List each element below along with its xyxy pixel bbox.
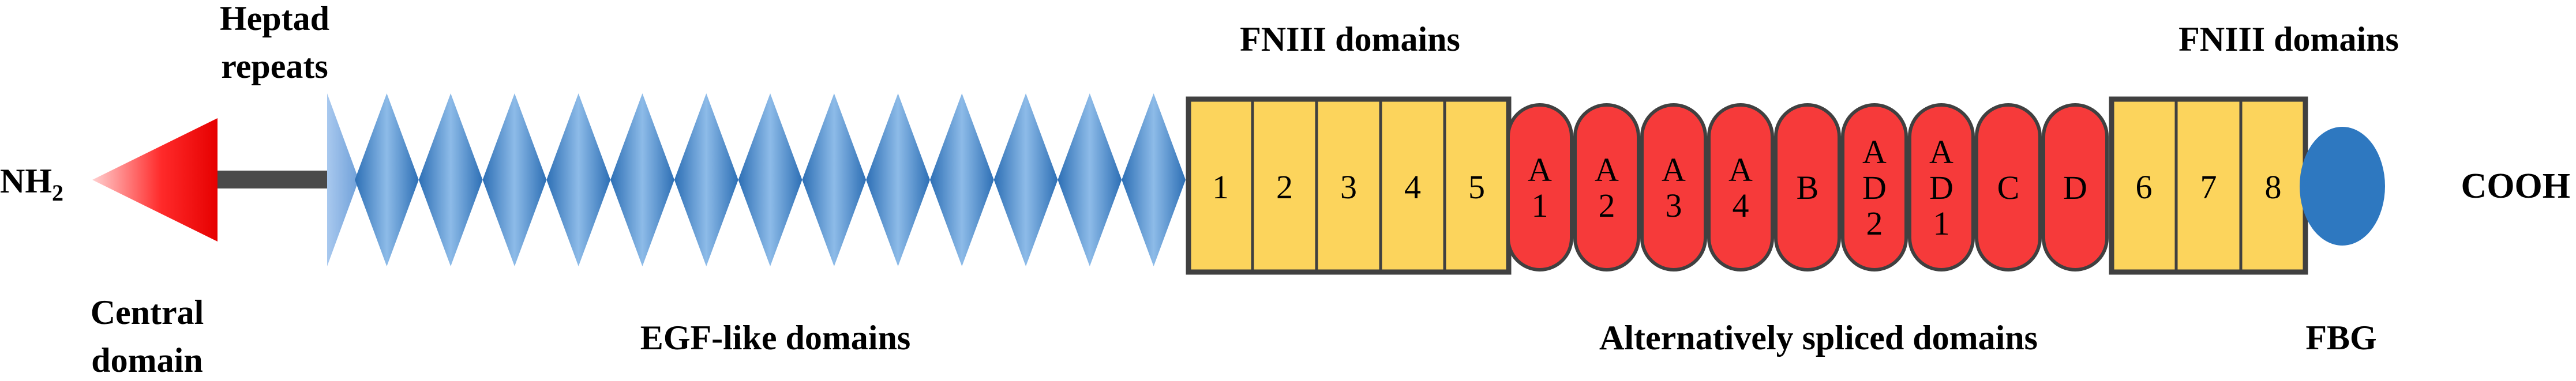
fniii-domain-number: 8: [2265, 168, 2282, 206]
fbg-domain: [2300, 127, 2385, 246]
egf-like-domains: [355, 93, 1186, 266]
alt-spliced-domain: [1975, 103, 2042, 271]
fniii-domain: [1251, 97, 1318, 274]
egf-like-domain: [1058, 93, 1122, 266]
alt-spliced-domain: [1707, 103, 1774, 271]
heptad-label-line1: Heptad: [220, 0, 329, 37]
egf-like-domain: [482, 93, 547, 266]
central-domain-label-line1: Central: [91, 293, 204, 331]
egf-like-domain: [610, 93, 674, 266]
alt-spliced-domain-letter: A: [1862, 133, 1887, 171]
fniii-domain: [2174, 97, 2243, 274]
fniii-domains-right: 6 7 8: [2109, 96, 2308, 275]
fniii-domain-number: 7: [2200, 168, 2217, 206]
alt-spliced-domain-letter: A: [1929, 133, 1953, 171]
alt-spliced-domain-letter: 2: [1866, 205, 1883, 242]
egf-like-domain: [355, 93, 419, 266]
nh2-label: NH2: [0, 162, 63, 206]
alt-spliced-domain-letter: A: [1595, 151, 1619, 188]
alt-spliced-domain-letter: D: [1929, 169, 1953, 206]
fniii-domain-number: 2: [1276, 168, 1293, 206]
fniii-domain-number: 5: [1468, 168, 1485, 206]
heptad-repeat-shape: [327, 93, 359, 266]
alt-spliced-domain: [1841, 103, 1908, 271]
alt-spliced-domain: [1908, 103, 1975, 271]
alt-spliced-domain: [1506, 103, 1573, 271]
fniii-domains-left: 1 2 3 4 5: [1186, 96, 1512, 275]
alt-spliced-domain-letter: 1: [1933, 205, 1950, 242]
egf-like-domain: [802, 93, 867, 266]
egf-like-domain: [929, 93, 994, 266]
egf-like-domains-label: EGF-like domains: [640, 319, 910, 357]
egf-like-domain: [738, 93, 803, 266]
alt-spliced-domain-letter: B: [1797, 169, 1819, 206]
fniii-domain-number: 6: [2136, 168, 2153, 206]
linker-bar: [218, 171, 327, 188]
egf-like-domain: [418, 93, 483, 266]
alt-spliced-domain-letter: 3: [1666, 187, 1682, 224]
alt-spliced-domain: [1640, 103, 1707, 271]
alt-spliced-domain: [1774, 103, 1841, 271]
central-domain-label-line2: domain: [91, 341, 203, 379]
fniii-domains-right-label: FNIII domains: [2178, 20, 2399, 58]
fbg-label: FBG: [2305, 319, 2376, 357]
alt-spliced-domain-letter: 2: [1599, 187, 1615, 224]
fniii-domain-number: 3: [1340, 168, 1357, 206]
alt-spliced-domain-letter: C: [1997, 169, 2020, 206]
fniii-domain-number: 4: [1404, 168, 1421, 206]
fniii-domains-left-label: FNIII domains: [1240, 20, 1460, 58]
egf-like-domain: [1122, 93, 1186, 266]
egf-like-domain: [993, 93, 1058, 266]
alt-spliced-domains-label: Alternatively spliced domains: [1599, 319, 2038, 357]
egf-like-domain: [674, 93, 738, 266]
alt-spliced-domain-letter: A: [1662, 151, 1686, 188]
egf-like-domain: [546, 93, 611, 266]
alt-spliced-domain-letter: 4: [1733, 187, 1749, 224]
heptad-label-line2: repeats: [221, 47, 328, 85]
alt-spliced-domain-letter: A: [1728, 151, 1753, 188]
alt-spliced-domain: [2042, 103, 2109, 271]
central-domain-triangle: [92, 118, 218, 242]
alt-spliced-domain-letter: D: [1862, 169, 1887, 206]
alt-spliced-domain-letter: A: [1528, 151, 1552, 188]
alt-spliced-domain-letter: 1: [1532, 187, 1548, 224]
alt-spliced-domain: [1573, 103, 1640, 271]
alt-spliced-domain-letter: D: [2063, 169, 2087, 206]
egf-like-domain: [866, 93, 930, 266]
cooh-label: COOH: [2461, 167, 2570, 206]
fniii-domain-number: 1: [1212, 168, 1229, 206]
fniii-domain: [2239, 97, 2307, 274]
